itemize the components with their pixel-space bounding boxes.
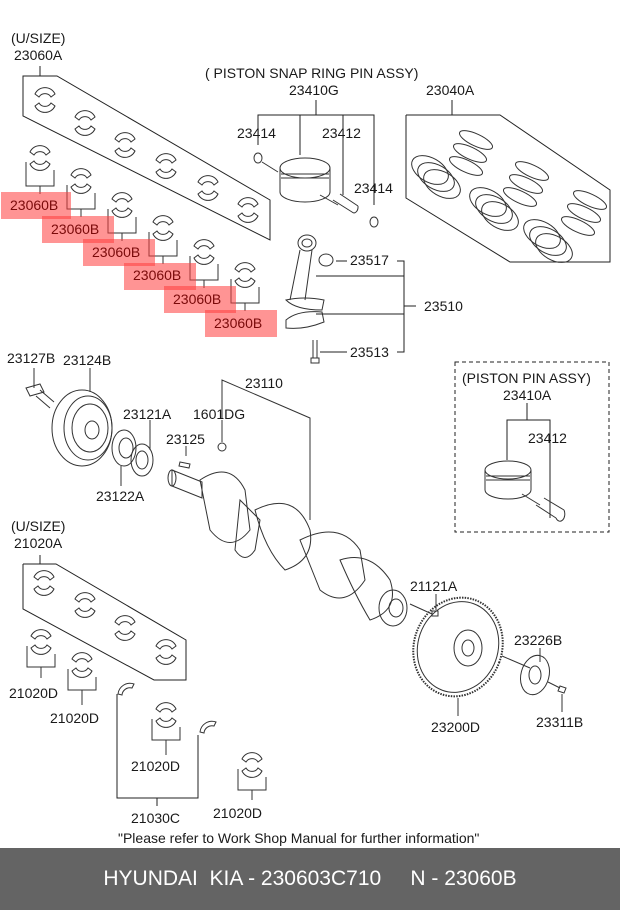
part-23122A[interactable]: 23122A xyxy=(96,488,145,504)
part-23200D[interactable]: 23200D xyxy=(431,719,481,735)
upper-bearing-panel xyxy=(22,66,271,241)
part-23060B-5[interactable]: 23060B xyxy=(173,291,222,307)
bearing-shells-21020D xyxy=(26,629,267,800)
part-23311B[interactable]: 23311B xyxy=(536,714,584,730)
brand-part-number: HYUNDAI KIA - 230603C710 xyxy=(103,867,382,890)
highlight-box xyxy=(1,192,71,219)
part-23110[interactable]: 23110 xyxy=(245,375,283,391)
part-23040A[interactable]: 23040A xyxy=(426,82,475,98)
highlight-box xyxy=(205,310,277,337)
parts-diagram: (U/SIZE) 23060A ( PISTON SNAP RING PIN A… xyxy=(1,30,611,846)
part-21020D-2[interactable]: 21020D xyxy=(50,710,100,726)
part-number-footer: HYUNDAI KIA - 230603C710 N - 23060B xyxy=(0,848,620,910)
piston-pin-assy-box xyxy=(454,361,610,533)
connecting-rod-leaders xyxy=(316,260,416,353)
upper-size-note: (U/SIZE) xyxy=(11,30,66,46)
crankshaft-drawing xyxy=(167,379,439,627)
flywheel-drawing xyxy=(412,596,567,716)
piston-snap-ring-caption: ( PISTON SNAP RING PIN ASSY) xyxy=(205,65,419,81)
part-23060B-3[interactable]: 23060B xyxy=(92,244,141,260)
part-23513[interactable]: 23513 xyxy=(350,344,389,360)
diagram-lines xyxy=(22,66,611,806)
part-23060B-2[interactable]: 23060B xyxy=(51,221,100,237)
part-23410A[interactable]: 23410A xyxy=(503,387,552,403)
reference-number: N - 23060B xyxy=(410,867,517,890)
part-23226B[interactable]: 23226B xyxy=(514,632,563,648)
part-21121A[interactable]: 21121A xyxy=(410,578,458,594)
piston-ring-set xyxy=(405,100,611,263)
piston-pin-assy-caption: (PISTON PIN ASSY) xyxy=(462,370,591,386)
part-21020D-1[interactable]: 21020D xyxy=(9,685,59,701)
part-23125[interactable]: 23125 xyxy=(166,431,205,447)
pulley-drawing xyxy=(25,368,227,486)
piston-assy-leaders xyxy=(257,100,375,205)
part-23060B-4[interactable]: 23060B xyxy=(133,267,182,283)
part-21020D-4[interactable]: 21020D xyxy=(213,805,263,821)
footer-gap xyxy=(381,867,410,891)
part-23121A[interactable]: 23121A xyxy=(123,406,172,422)
part-23412[interactable]: 23412 xyxy=(322,125,361,141)
part-23060B-6[interactable]: 23060B xyxy=(214,315,263,331)
lower-size-note: (U/SIZE) xyxy=(11,518,66,534)
part-23410G[interactable]: 23410G xyxy=(289,82,339,98)
part-21020A[interactable]: 21020A xyxy=(14,535,63,551)
part-23412-pin[interactable]: 23412 xyxy=(528,430,567,446)
highlight-box xyxy=(42,216,114,243)
workshop-manual-notice: "Please refer to Work Shop Manual for fu… xyxy=(118,830,480,846)
highlight-box xyxy=(83,239,155,266)
highlight-box xyxy=(164,286,236,313)
part-23060A[interactable]: 23060A xyxy=(14,47,63,63)
part-23517[interactable]: 23517 xyxy=(350,252,389,268)
bearing-shells-upper xyxy=(34,87,259,223)
part-23414-left[interactable]: 23414 xyxy=(237,125,276,141)
lower-bearing-panel xyxy=(22,555,187,681)
part-21030C[interactable]: 21030C xyxy=(131,810,181,826)
piston-drawing xyxy=(253,152,379,228)
thrust-washers xyxy=(116,682,217,806)
part-23124B[interactable]: 23124B xyxy=(63,352,112,368)
part-23510[interactable]: 23510 xyxy=(424,298,463,314)
part-23414-right[interactable]: 23414 xyxy=(354,180,393,196)
connecting-rod-drawing xyxy=(285,234,334,364)
part-23127B[interactable]: 23127B xyxy=(7,350,56,366)
part-21020D-3[interactable]: 21020D xyxy=(131,758,181,774)
part-23060B-1[interactable]: 23060B xyxy=(10,197,59,213)
highlight-box xyxy=(124,263,196,290)
part-1601DG[interactable]: 1601DG xyxy=(193,406,246,422)
